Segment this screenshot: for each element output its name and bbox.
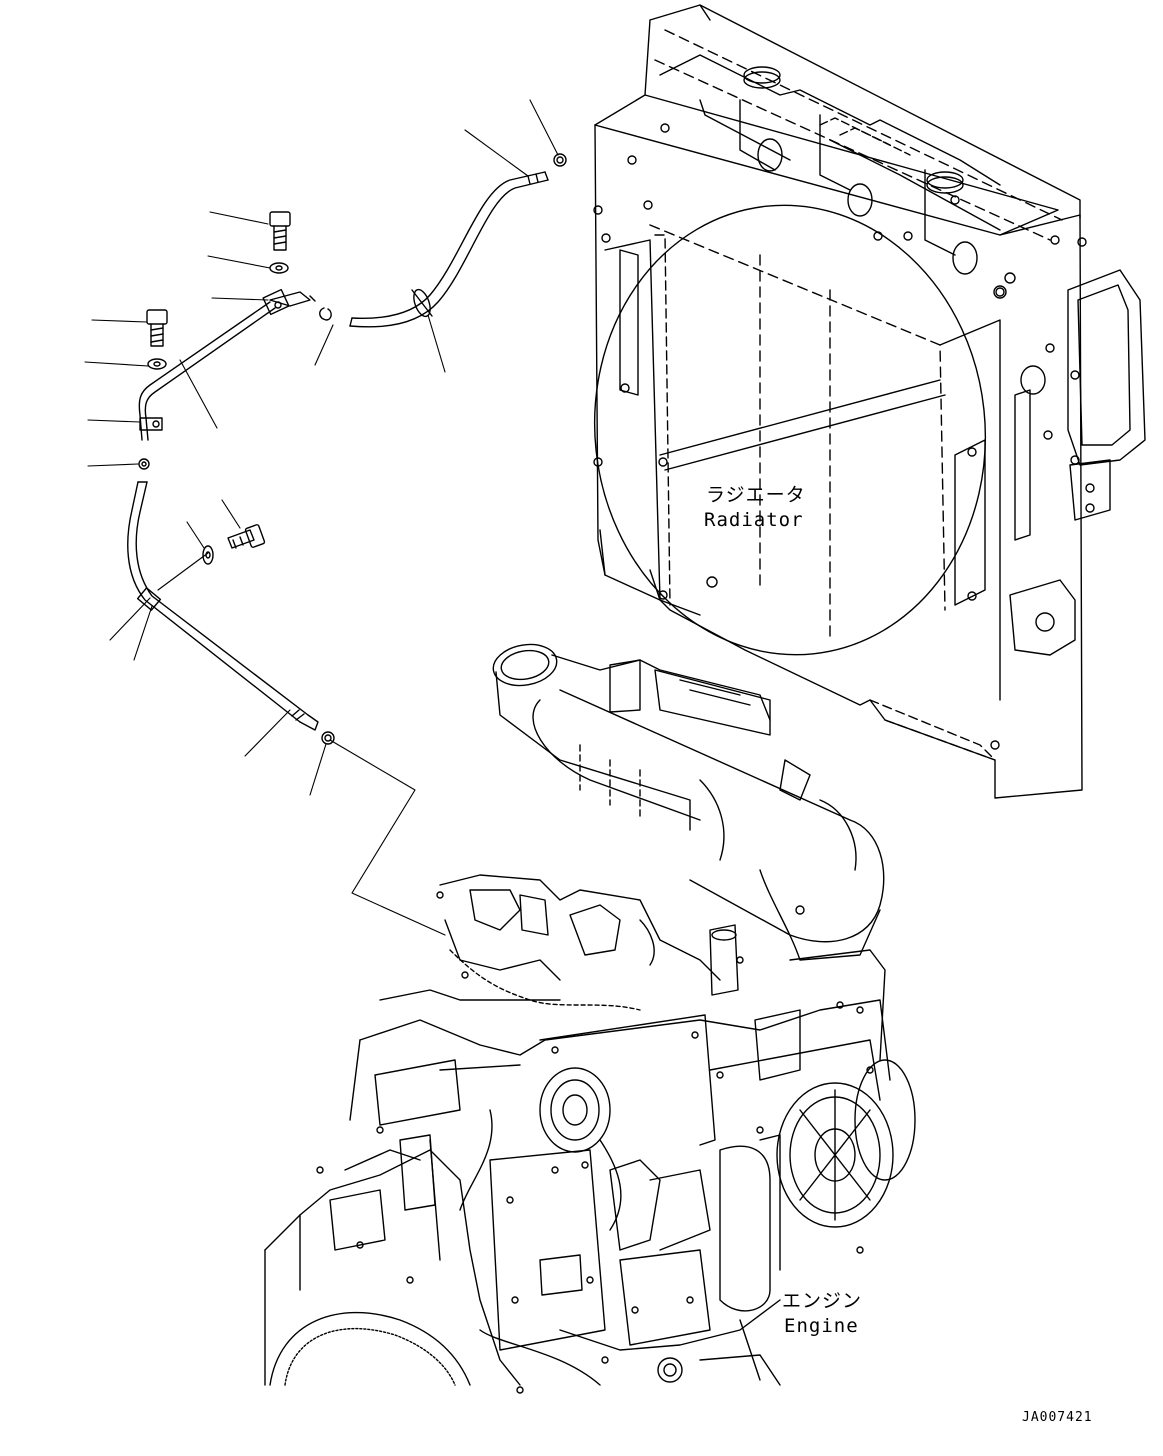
- drawing-code: JA007421: [1022, 1410, 1093, 1425]
- engine-label-jp: エンジン: [782, 1290, 863, 1312]
- tube-upper: [138, 288, 316, 441]
- clip-upper: [319, 307, 332, 321]
- overflow-hose-lower: [127, 481, 319, 731]
- bolt-1: [269, 211, 291, 251]
- leader-lines: [84, 99, 559, 936]
- bolt-3: [227, 524, 266, 549]
- radiator-assembly: [593, 4, 1146, 799]
- engine-assembly: [264, 643, 916, 1394]
- radiator-label-jp: ラジエータ: [706, 484, 806, 506]
- bolt-2: [146, 309, 168, 347]
- clip-middle: [138, 458, 150, 470]
- washer-2: [147, 358, 167, 370]
- washer-1: [269, 262, 289, 274]
- hose-clamp-top: [553, 153, 567, 167]
- clamp-lower: [321, 731, 335, 745]
- radiator-label-en: Radiator: [704, 509, 804, 531]
- overflow-hose-upper: [349, 171, 549, 328]
- engine-label-en: Engine: [784, 1315, 859, 1337]
